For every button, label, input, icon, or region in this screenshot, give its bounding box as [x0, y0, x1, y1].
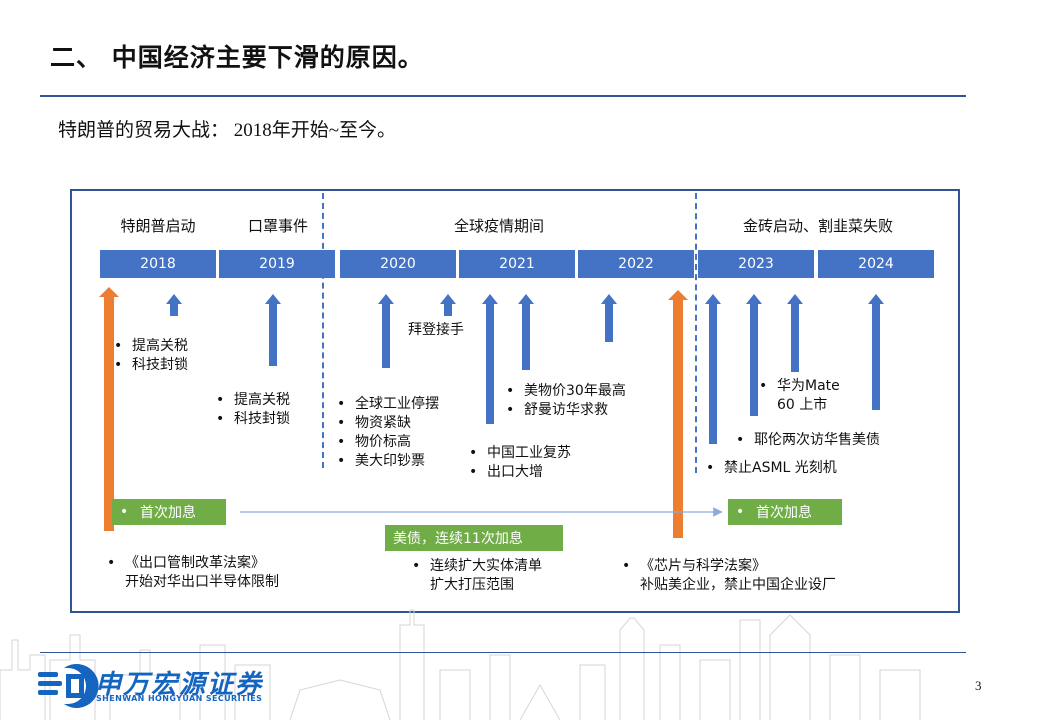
note-biden: 拜登接手	[408, 322, 464, 338]
note-2021b: •中国工业复苏 •出口大增	[469, 445, 571, 480]
phase-divider-2	[695, 193, 697, 473]
year-2023: 2023	[698, 250, 814, 278]
timeline-diagram: 特朗普启动 口罩事件 全球疫情期间 金砖启动、割韭菜失败 2018 2019 2…	[70, 189, 960, 613]
orange-arrow-2018	[99, 287, 119, 531]
blue-arrows	[166, 294, 884, 444]
blue-arrow-biden	[440, 294, 456, 316]
green-11-hikes: 美债，连续11次加息	[385, 525, 563, 551]
page-number: 3	[975, 678, 982, 693]
note-yellen: •耶伦两次访华售美债	[736, 432, 880, 448]
subtitle-prefix: 特朗普的贸易大战：	[58, 119, 230, 141]
page-subtitle: 特朗普的贸易大战： 2018年开始~至今。	[58, 115, 396, 142]
note-huawei: •华为Mate 60 上市	[759, 378, 840, 413]
phase-label-2: 口罩事件	[247, 217, 309, 235]
blue-arrow-2019	[265, 294, 281, 366]
company-logo-icon	[38, 664, 99, 708]
blue-arrow-asml	[705, 294, 721, 444]
logo-english-name: SHENWAN HONGYUAN SECURITIES	[96, 694, 263, 703]
orange-arrow-2022	[668, 290, 688, 538]
year-2024: 2024	[818, 250, 934, 278]
blue-arrow-2021a	[482, 294, 498, 424]
page-title: 二、 中国经济主要下滑的原因。	[50, 43, 424, 72]
subtitle-range: 2018年开始~至今。	[229, 120, 397, 141]
timeline-arrows	[99, 287, 884, 538]
note-2021a: •美物价30年最高 •舒曼访华求救	[506, 383, 626, 418]
note-asml: •禁止ASML 光刻机	[706, 460, 837, 476]
green-first-hike-2023: •首次加息	[728, 499, 842, 525]
title-divider	[40, 95, 966, 97]
year-2018: 2018	[100, 250, 216, 278]
note-2018: •提高关税 •科技封锁	[114, 338, 188, 373]
note-2019: •提高关税 •科技封锁	[216, 392, 290, 427]
blue-arrow-2020	[378, 294, 394, 368]
blue-arrow-2018	[166, 294, 182, 316]
bottom-note-3: •《芯片与科学法案》 补贴美企业，禁止中国企业设厂	[622, 558, 836, 593]
blue-arrow-2022	[601, 294, 617, 342]
blue-arrow-2021b	[518, 294, 534, 370]
bottom-note-1: •《出口管制改革法案》 开始对华出口半导体限制	[107, 555, 279, 590]
blue-arrow-huawei	[787, 294, 803, 372]
phase-label-1: 特朗普启动	[120, 217, 196, 235]
blue-arrow-2024	[868, 294, 884, 410]
blue-arrow-yellen	[746, 294, 762, 416]
skyline-watermark	[0, 609, 921, 720]
year-2019: 2019	[219, 250, 335, 278]
bottom-note-2: •连续扩大实体清单 扩大打压范围	[412, 558, 542, 593]
year-2022: 2022	[578, 250, 694, 278]
year-2020: 2020	[340, 250, 456, 278]
phase-divider-1	[322, 193, 324, 468]
phase-label-4: 金砖启动、割韭菜失败	[742, 217, 894, 235]
year-2021: 2021	[459, 250, 575, 278]
phase-label-3: 全球疫情期间	[453, 217, 545, 235]
green-first-hike-2018: •首次加息	[112, 499, 226, 525]
footer-divider	[40, 652, 966, 653]
note-2020: •全球工业停摆 •物资紧缺 •物价标高 •美大印钞票	[337, 396, 439, 469]
logo-chinese-name: 申万宏源证券	[95, 670, 264, 700]
